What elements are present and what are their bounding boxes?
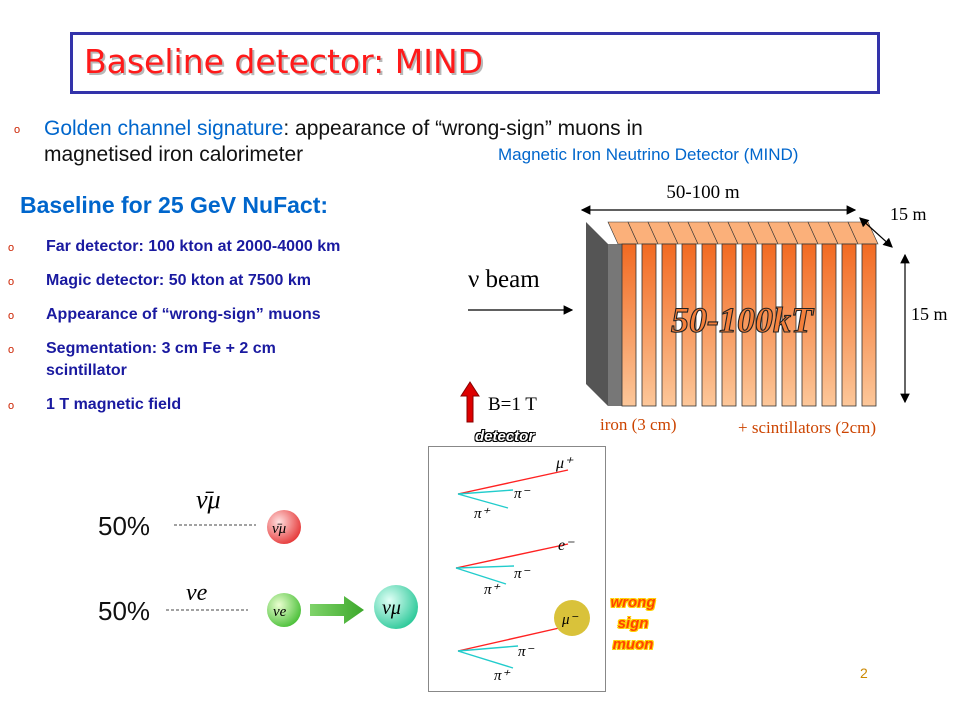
height-label: 15 m <box>911 304 948 324</box>
spec-item-line: Segmentation: 3 cm Fe + 2 cm <box>46 340 276 357</box>
wrong-sign-word: muon <box>612 636 654 653</box>
width-label: 15 m <box>890 204 927 224</box>
nu-mu-ball-label: νμ <box>382 597 401 619</box>
scint-label: + scintillators (2cm) <box>738 418 876 437</box>
oscillation-diagram: ν̄μ νe ν̄μ νe νμ <box>166 485 418 629</box>
intro-highlight: Golden channel signature <box>44 117 284 140</box>
nu-e-ball <box>267 593 301 627</box>
pion-track <box>457 489 514 495</box>
field-label: B=1 T <box>488 394 537 415</box>
pion-track <box>457 493 509 509</box>
baseline-heading: Baseline for 25 GeV NuFact: <box>20 192 329 218</box>
nu-mu-ball <box>374 585 418 629</box>
iron-slab <box>741 243 757 407</box>
mu-minus-ball <box>554 600 590 636</box>
spec-bullet: o <box>8 310 15 322</box>
intro-rest: : appearance of “wrong-sign” muons in <box>283 117 643 140</box>
iron-slab <box>681 243 697 407</box>
iron-slab <box>721 243 737 407</box>
percent-top: 50% <box>98 511 151 541</box>
back-plate <box>586 222 608 406</box>
intro-bullet: o <box>14 124 21 136</box>
mass-label: 50-100kT <box>671 300 815 340</box>
mind-caption: Magnetic Iron Neutrino Detector (MIND) <box>498 145 799 164</box>
iron-slab <box>841 243 857 407</box>
beam-label: ν beam <box>468 266 540 293</box>
spec-item-line: Magic detector: 50 kton at 7500 km <box>46 272 311 289</box>
pion-track <box>457 650 514 669</box>
spec-bullet: o <box>8 400 15 412</box>
track-label: π⁺ <box>474 506 491 522</box>
spec-bullet: o <box>8 242 15 254</box>
track-label: π⁺ <box>484 582 501 598</box>
intro-line2: magnetised iron calorimeter <box>44 143 304 166</box>
track-label: π⁻ <box>518 644 535 660</box>
iron-slab <box>621 243 637 407</box>
pion-track <box>455 565 515 569</box>
nu-e-ball-label: νe <box>273 604 287 620</box>
detector-diagram: 50-100 m 15 m 15 m ν beam 50-100kT B=1 T… <box>460 182 948 437</box>
wrong-sign-label: wrong sign muon <box>598 592 668 655</box>
event-panel-header: detector <box>475 428 535 445</box>
track-label: π⁺ <box>494 668 511 684</box>
event-tracks: μ⁺ π⁻ π⁺ e⁻ π⁻ π⁺ μ⁻ π⁻ π⁺ <box>455 455 590 684</box>
spec-item-line: Appearance of “wrong-sign” muons <box>46 306 321 323</box>
iron-slab <box>661 243 677 407</box>
field-arrow-icon <box>460 381 480 423</box>
muon-track <box>457 469 569 495</box>
track-label: μ⁻ <box>561 612 579 628</box>
iron-slab <box>781 243 797 407</box>
pion-track <box>455 567 507 585</box>
electron-track <box>455 543 569 569</box>
spec-bullet: o <box>8 344 15 356</box>
iron-slab <box>861 243 877 407</box>
nubar-mu-ball-label: ν̄μ <box>272 521 287 537</box>
iron-slab <box>761 243 777 407</box>
title-box <box>70 32 880 94</box>
nubar-mu-symbol: ν̄μ <box>196 485 221 514</box>
iron-slab <box>701 243 717 407</box>
nu-e-symbol: νe <box>186 580 208 606</box>
iron-slab <box>821 243 837 407</box>
track-label: π⁻ <box>514 486 531 502</box>
iron-slab <box>641 243 657 407</box>
spec-item-line: 1 T magnetic field <box>46 396 182 413</box>
oscillation-arrow-icon <box>310 596 364 624</box>
track-label: μ⁺ <box>555 455 574 472</box>
track-label: e⁻ <box>558 537 575 554</box>
slide-title: Baseline detector: MIND <box>84 42 484 81</box>
detector-slabs <box>586 221 879 407</box>
pion-track <box>457 645 519 652</box>
page-number: 2 <box>860 665 868 681</box>
intro-text: Golden channel signature: appearance of … <box>44 116 844 168</box>
iron-slab <box>801 243 817 407</box>
percent-bottom: 50% <box>98 596 151 626</box>
length-label: 50-100 m <box>666 182 740 203</box>
track-label: π⁻ <box>514 566 531 582</box>
nubar-mu-ball <box>267 510 301 544</box>
spec-bullet: o <box>8 276 15 288</box>
back-plate-face <box>608 244 622 406</box>
wrong-sign-muon-track <box>457 625 569 652</box>
wrong-sign-word: sign <box>617 615 649 632</box>
wrong-sign-word: wrong <box>610 594 656 611</box>
spec-item-line: scintillator <box>46 362 127 379</box>
width-arrow <box>859 217 893 248</box>
spec-item-line: Far detector: 100 kton at 2000-4000 km <box>46 238 341 255</box>
iron-label: iron (3 cm) <box>600 415 676 434</box>
